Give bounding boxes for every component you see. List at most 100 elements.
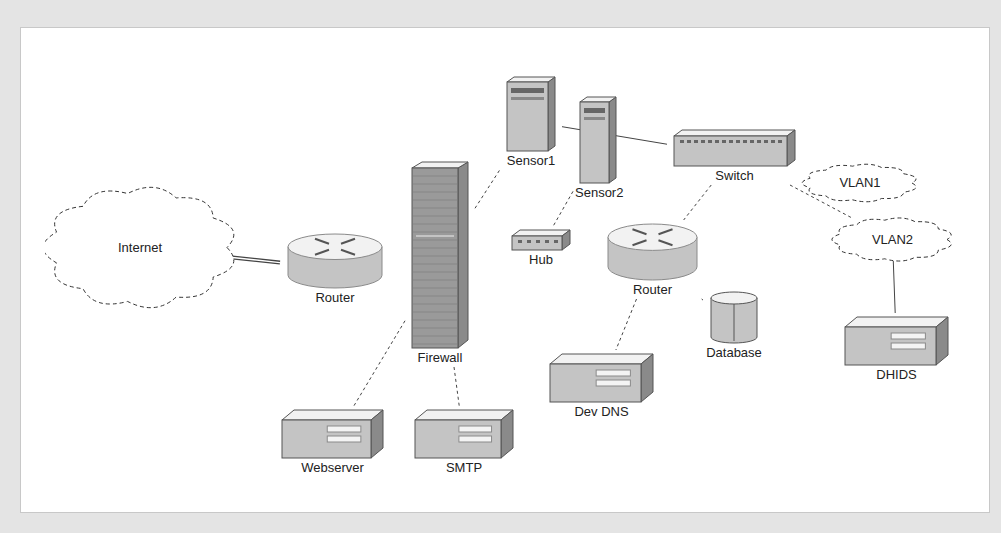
- device-icon: [410, 160, 470, 350]
- device-label: Router: [282, 290, 388, 305]
- network-link: [702, 299, 703, 300]
- device-icon: [280, 408, 385, 460]
- device-icon: [708, 290, 760, 345]
- brick-line: [413, 248, 457, 249]
- drive-bay: [459, 426, 492, 432]
- port: [554, 240, 558, 243]
- network-link: [230, 257, 280, 262]
- link-line: [454, 367, 459, 406]
- network-link: [553, 191, 573, 226]
- device-icon: [285, 232, 385, 290]
- link-line: [553, 191, 573, 226]
- port: [736, 140, 740, 143]
- network-device: Router: [282, 232, 388, 305]
- device-icon: [843, 315, 950, 367]
- box-top: [550, 354, 653, 364]
- brick-line: [413, 240, 457, 241]
- brick-line: [413, 336, 457, 337]
- brick-line: [413, 296, 457, 297]
- firewall-slot: [416, 236, 454, 237]
- link-line: [354, 321, 405, 406]
- tower-side: [548, 77, 555, 151]
- device-icon: [605, 222, 700, 282]
- drive-bay: [584, 117, 605, 120]
- port: [527, 240, 531, 243]
- box-side: [562, 230, 570, 250]
- tower-side: [609, 97, 616, 183]
- device-label: SMTP: [410, 460, 518, 475]
- router-top: [288, 234, 382, 260]
- port: [545, 240, 549, 243]
- port: [771, 140, 775, 143]
- port: [778, 140, 782, 143]
- brick-line: [413, 312, 457, 313]
- brick-line: [413, 288, 457, 289]
- brick-line: [413, 224, 457, 225]
- port: [750, 140, 754, 143]
- brick-line: [413, 272, 457, 273]
- device-label: Firewall: [407, 350, 473, 365]
- tower-top: [580, 97, 616, 102]
- network-device: Dev DNS: [545, 352, 658, 419]
- link-line: [893, 261, 895, 313]
- network-link: [893, 261, 895, 313]
- network-cloud: VLAN2: [827, 212, 958, 267]
- brick-line: [413, 320, 457, 321]
- box-top: [282, 410, 383, 420]
- network-link: [454, 367, 459, 406]
- brick-line: [413, 304, 457, 305]
- network-cloud: VLAN1: [797, 158, 923, 208]
- drive-bay: [511, 97, 544, 100]
- drive-bay: [596, 380, 630, 386]
- box-top: [415, 410, 513, 420]
- link-line: [684, 185, 712, 220]
- link-line: [475, 170, 500, 209]
- port: [722, 140, 726, 143]
- network-device: Sensor2: [575, 95, 621, 200]
- device-label: Internet: [42, 240, 238, 255]
- network-device: Router: [602, 222, 703, 297]
- network-device: Firewall: [407, 160, 473, 365]
- port: [518, 240, 522, 243]
- port: [687, 140, 691, 143]
- box-side: [641, 354, 653, 402]
- brick-line: [413, 200, 457, 201]
- link-line: [616, 299, 637, 350]
- drive-bay: [327, 426, 361, 432]
- device-label: Sensor2: [575, 185, 621, 200]
- drive-bay: [327, 436, 361, 442]
- box-front: [282, 420, 371, 458]
- port: [694, 140, 698, 143]
- device-icon: [510, 228, 572, 252]
- brick-line: [413, 344, 457, 345]
- port: [729, 140, 733, 143]
- network-link: [354, 321, 405, 406]
- network-link: [616, 299, 637, 350]
- device-label: Sensor1: [502, 153, 560, 168]
- firewall-front: [412, 168, 458, 348]
- port: [708, 140, 712, 143]
- brick-line: [413, 216, 457, 217]
- router-arrow: [659, 240, 673, 245]
- brick-line: [413, 176, 457, 177]
- link-line: [230, 257, 280, 262]
- network-device: Hub: [507, 228, 575, 267]
- firewall-side: [458, 162, 468, 348]
- brick-line: [413, 264, 457, 265]
- port: [701, 140, 705, 143]
- device-label: Hub: [507, 252, 575, 267]
- port: [715, 140, 719, 143]
- router-arrow: [633, 240, 647, 245]
- link-line: [230, 257, 280, 262]
- drive-bay: [511, 88, 544, 93]
- network-device: Switch: [669, 128, 800, 183]
- device-icon: [505, 75, 557, 153]
- brick-line: [413, 280, 457, 281]
- drive-bay: [596, 370, 630, 376]
- box-top: [845, 317, 948, 327]
- router-arrow: [659, 229, 673, 234]
- box-side: [371, 410, 383, 458]
- device-label: VLAN1: [797, 175, 923, 190]
- brick-line: [413, 208, 457, 209]
- network-device: Webserver: [277, 408, 388, 475]
